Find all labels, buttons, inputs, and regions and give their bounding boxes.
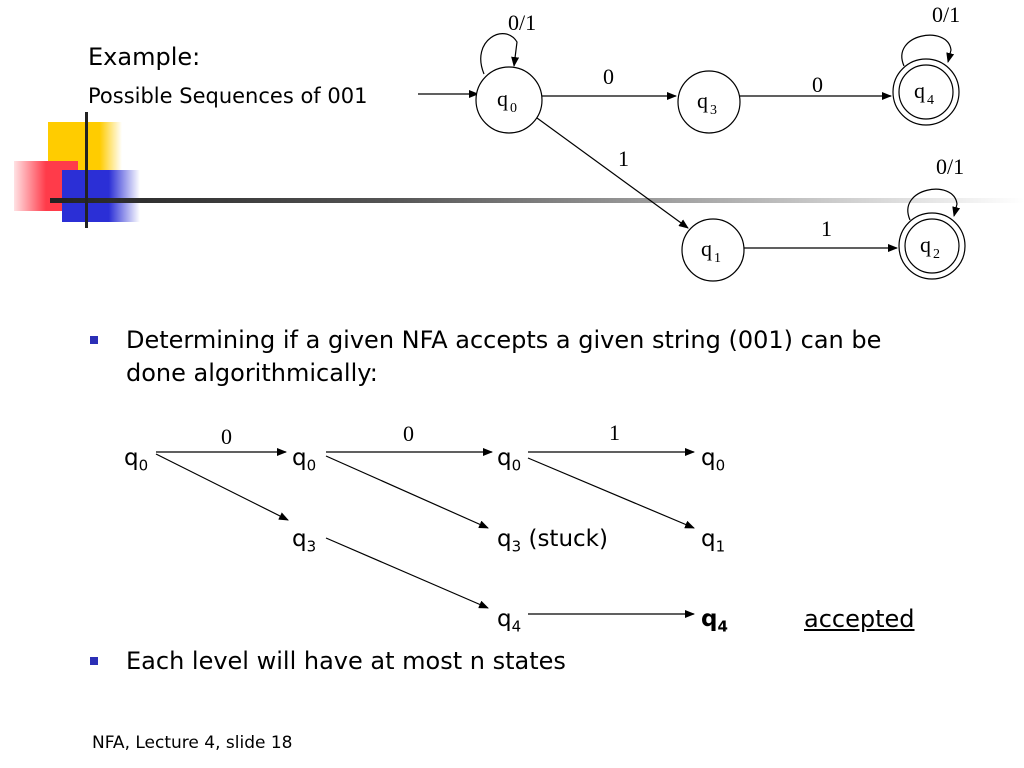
trace-node: q0 (497, 445, 522, 475)
trace-node: q0 (701, 445, 726, 475)
trace-step-label-2: 1 (609, 420, 620, 445)
state-q4: q 4 0/1 (892, 2, 960, 126)
horizontal-rule (50, 198, 1024, 203)
bullet-square-icon (90, 657, 98, 665)
trace-step-label-1: 0 (403, 421, 414, 446)
bullet-item: Determining if a given NFA accepts a giv… (90, 324, 970, 394)
accepted-label: accepted (804, 605, 915, 633)
state-q0-sub: 0 (510, 101, 517, 116)
self-loop-q0 (480, 33, 520, 75)
state-q4-label: q (914, 78, 925, 103)
trace-node: q4 (497, 606, 522, 636)
trace-step-label-0: 0 (221, 424, 232, 449)
state-q3-label: q (697, 88, 708, 113)
nfa-diagram: q 0 0/1 q 3 q 4 0/1 q 1 q 2 0/1 0 0 1 (418, 2, 966, 282)
state-q0: q 0 0/1 (475, 10, 543, 134)
trace-node: q0 (292, 445, 317, 475)
state-q2-sub: 2 (933, 247, 940, 262)
edge-q3-q4-label: 0 (812, 72, 823, 97)
trace-edge-1 (155, 453, 289, 521)
state-q4-sub: 4 (927, 93, 934, 108)
state-q3-sub: 3 (710, 103, 717, 118)
self-loop-q0-label: 0/1 (508, 10, 536, 35)
example-title: Example: (88, 43, 201, 71)
decorative-corner-graphic (14, 112, 1024, 228)
state-q2: q 2 0/1 (898, 154, 966, 280)
example-subtitle: Possible Sequences of 001 (88, 84, 368, 108)
trace-node: q3 (292, 526, 317, 556)
state-q1-sub: 1 (714, 251, 721, 266)
edge-q0-q3-label: 0 (603, 64, 614, 89)
self-loop-q2 (907, 188, 961, 221)
trace-edge-4 (325, 537, 489, 609)
state-q1: q 1 (681, 218, 745, 282)
bullet-square-icon (90, 336, 98, 344)
trace-node: q3 (stuck) (497, 526, 608, 556)
trace-node: q0 (124, 445, 149, 475)
state-q0-label: q (497, 86, 508, 111)
self-loop-q4-label: 0/1 (932, 2, 960, 27)
edge-q0-q1-label: 1 (618, 146, 629, 171)
state-q3: q 3 (677, 70, 741, 134)
self-loop-q4 (901, 34, 955, 67)
vertical-rule (85, 112, 88, 228)
state-q2-label: q (920, 232, 931, 257)
bullet-text: Determining if a given NFA accepts a giv… (126, 326, 882, 387)
edge-q1-q2-label: 1 (821, 216, 832, 241)
state-q1-label: q (701, 236, 712, 261)
trace-edge-6 (527, 457, 695, 529)
blue-square (62, 170, 140, 222)
nfa-trace-arrows: 0 0 1 (155, 420, 695, 618)
trace-node-accepting: q4 (701, 606, 728, 636)
slide-footer: NFA, Lecture 4, slide 18 (92, 733, 293, 753)
bullet-text: Each level will have at most n states (126, 647, 566, 675)
trace-edge-3 (325, 455, 489, 529)
self-loop-q2-label: 0/1 (936, 154, 964, 179)
edge-q0-q1 (536, 117, 689, 229)
trace-node: q1 (701, 526, 726, 556)
bullet-item: Each level will have at most n states (90, 645, 970, 679)
